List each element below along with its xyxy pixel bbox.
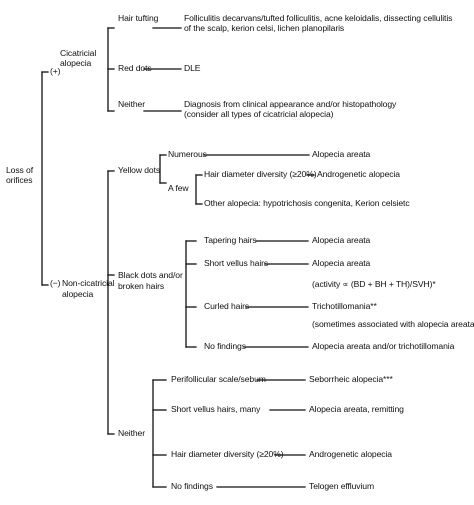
cicatricial-label-line1: Cicatricial (60, 48, 97, 58)
short-vellus-many-label: Short vellus hairs, many (171, 404, 261, 414)
red-dots-label: Red dots (118, 63, 152, 73)
black-dots-no-findings-label: No findings (204, 341, 246, 351)
yellow-dots-label: Yellow dots (118, 165, 161, 175)
curled-hairs-result-line1: Trichotillomania** (312, 301, 377, 311)
black-dots-label-line1: Black dots and/or (118, 270, 183, 280)
short-vellus-many-result: Alopecia areata, remitting (309, 404, 404, 414)
perifollicular-label: Perifollicular scale/sebum (171, 374, 266, 384)
numerous-result: Alopecia areata (312, 149, 371, 159)
neither-hair-diameter-label: Hair diameter diversity (≥20%) (171, 449, 284, 459)
cicatricial-neither-result-line1: Diagnosis from clinical appearance and/o… (184, 99, 397, 109)
cicatricial-neither-result-line2: (consider all types of cicatricial alope… (184, 109, 334, 119)
tapering-hairs-label: Tapering hairs (204, 235, 257, 245)
cicatricial-sign: (+) (50, 66, 61, 76)
a-few-hair-diameter-result: Androgenetic alopecia (317, 169, 400, 179)
neither-hair-diameter-result: Androgenetic alopecia (309, 449, 392, 459)
hair-tufting-result-line1: Folliculitis decarvans/tufted folliculit… (184, 13, 453, 23)
non-cicatricial-sign: (−) (50, 278, 61, 288)
hair-tufting-result-line2: of the scalp, kerion celsi, lichen plano… (184, 23, 345, 33)
non-cicatricial-neither-label: Neither (118, 428, 146, 438)
non-cicatricial-label-line2: alopecia (62, 289, 94, 299)
black-dots-no-findings-result: Alopecia areata and/or trichotillomania (312, 341, 455, 351)
red-dots-result: DLE (184, 63, 201, 73)
short-vellus-hairs-result-line1: Alopecia areata (312, 258, 371, 268)
short-vellus-hairs-result-line2: (activity ∝ (BD + BH + TH)/SVH)* (312, 279, 436, 289)
root-label-line1: Loss of (6, 165, 34, 175)
cicatricial-label-line2: alopecia (60, 58, 92, 68)
black-dots-label-line2: broken hairs (118, 281, 165, 291)
neither-no-findings-result: Telogen effluvium (309, 481, 375, 491)
tapering-hairs-result: Alopecia areata (312, 235, 371, 245)
curled-hairs-result-line2: (sometimes associated with alopecia area… (312, 319, 474, 329)
a-few-label: A few (168, 183, 189, 193)
non-cicatricial-label-line1: Non-cicatricial (62, 278, 115, 288)
cicatricial-neither-label: Neither (118, 99, 146, 109)
perifollicular-result: Seborrheic alopecia*** (309, 374, 393, 384)
numerous-label: Numerous (168, 149, 207, 159)
short-vellus-hairs-label: Short vellus hairs (204, 258, 269, 268)
root-label-line2: orifices (6, 175, 33, 185)
a-few-hair-diameter-label: Hair diameter diversity (≥20%) (204, 169, 317, 179)
a-few-other-alopecia: Other alopecia: hypotrichosis congenita,… (204, 198, 410, 208)
curled-hairs-label: Curled hairs (204, 301, 250, 311)
hair-tufting-label: Hair tufting (118, 13, 159, 23)
neither-no-findings-label: No findings (171, 481, 213, 491)
